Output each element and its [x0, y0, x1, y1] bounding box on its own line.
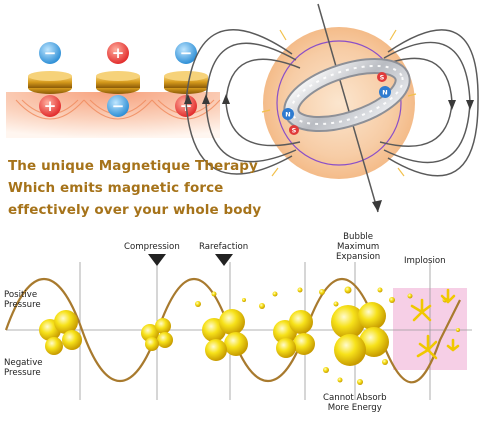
charge-sign-3: − [180, 44, 193, 62]
bubble-cluster-5 [331, 302, 389, 366]
rarefaction-marker-icon [215, 254, 233, 266]
field-sparkles [261, 29, 417, 177]
compression-marker-icon [148, 254, 166, 266]
skin-magnet-diagram: − + − + − + [6, 42, 221, 138]
pole-south-right [377, 72, 387, 82]
implosion-label: Implosion [404, 256, 446, 266]
bubble-cluster-2 [141, 318, 173, 351]
ring-field-diagram: N S N S [184, 3, 479, 213]
bubble-cluster-4 [273, 310, 315, 358]
positive-pressure-line-1: Positive [4, 290, 38, 300]
bubble-expansion-line-3: Expansion [336, 252, 381, 262]
pole-label-n2: N [382, 89, 387, 97]
magnet-disc-3 [164, 71, 208, 94]
charge-negative-bottom-2 [107, 95, 129, 117]
positive-pressure-label: Positive Pressure [4, 290, 41, 310]
negative-pressure-label: Negative Pressure [4, 358, 43, 378]
cannot-absorb-label: Cannot Absorb More Energy [323, 393, 387, 413]
bubble-cluster-3 [202, 309, 248, 361]
wave-diagram [4, 254, 472, 400]
negative-pressure-line-1: Negative [4, 358, 43, 368]
pole-north-left [282, 108, 294, 120]
bubble-cluster-1 [39, 310, 82, 355]
positive-pressure-line-2: Pressure [4, 300, 41, 310]
charge-positive-top-2 [107, 42, 129, 64]
small-bubbles [195, 286, 460, 385]
headline-line-3: effectively over your whole body [8, 202, 262, 218]
implosion-burst-icon [410, 288, 460, 360]
magnet-disc-2 [96, 71, 140, 94]
charge-sign-1: − [44, 44, 57, 62]
pole-label-s1: S [292, 127, 297, 135]
charge-sign-4: + [44, 97, 57, 115]
charge-sign-2: + [112, 44, 125, 62]
charge-negative-top-3 [175, 42, 197, 64]
cannot-absorb-line-2: More Energy [327, 403, 382, 413]
field-boundary [276, 40, 402, 166]
magnet-disc-1 [28, 71, 72, 94]
bubble-expansion-line-1: Bubble [343, 232, 374, 242]
bubble-expansion-line-2: Maximum [336, 242, 380, 252]
charge-sign-5: − [112, 97, 125, 115]
negative-pressure-line-2: Pressure [4, 368, 41, 378]
charge-positive-bottom-1 [39, 95, 61, 117]
rarefaction-label: Rarefaction [199, 242, 249, 252]
bubble-expansion-label: Bubble Maximum Expansion [336, 232, 380, 262]
pole-south-left [289, 125, 299, 135]
charge-negative-top-1 [39, 42, 61, 64]
headline-line-2: Which emits magnetic force [8, 180, 224, 196]
pole-label-n1: N [285, 111, 290, 119]
cannot-absorb-line-1: Cannot Absorb [323, 393, 387, 403]
field-arrows [184, 94, 474, 212]
compression-label: Compression [124, 242, 180, 252]
headline-line-1: The unique Magnetique Therapy [8, 158, 258, 174]
pole-north-right [379, 86, 391, 98]
pole-label-s2: S [380, 74, 385, 82]
